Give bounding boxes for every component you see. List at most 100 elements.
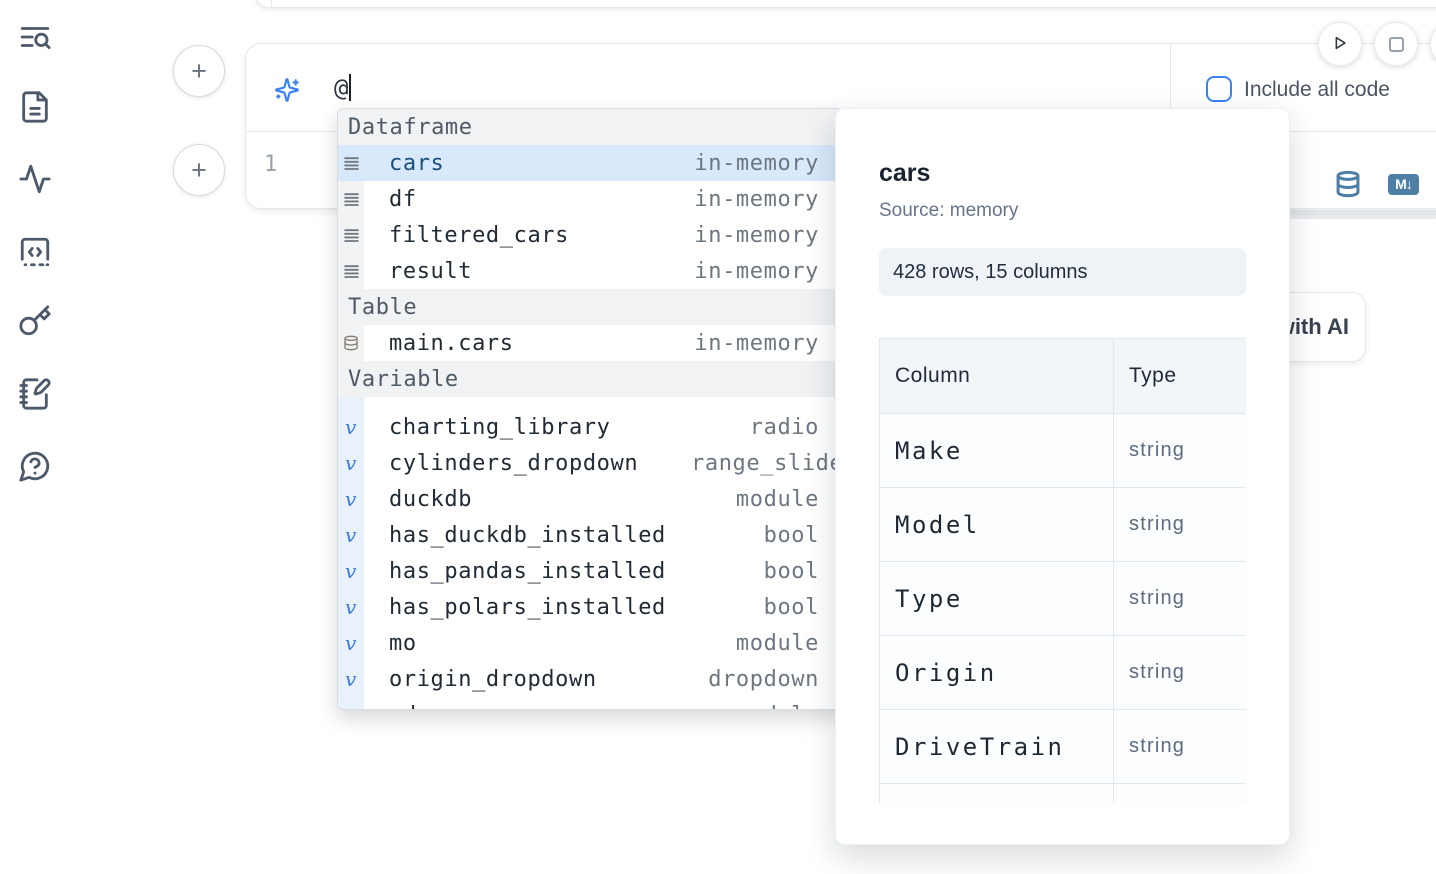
completion-item-has_duckdb_installed[interactable]: v has_duckdb_installed bool — [338, 517, 842, 553]
completion-item-result[interactable]: result in-memory — [338, 253, 842, 289]
completion-item-has_pandas_installed[interactable]: v has_pandas_installed bool — [338, 553, 842, 589]
text-cursor — [349, 74, 352, 101]
completion-section-header: Table — [338, 289, 842, 325]
schema-column-type: string — [1113, 709, 1246, 784]
variable-icon: v — [345, 415, 357, 439]
completion-item-filtered_cars[interactable]: filtered_cars in-memory — [338, 217, 842, 253]
completion-item-pd[interactable]: v pd module — [338, 697, 842, 710]
variable-icon: v — [345, 451, 357, 475]
completion-item-duckdb[interactable]: v duckdb module — [338, 481, 842, 517]
variable-icon: v — [345, 559, 357, 583]
schema-row-partial — [879, 783, 1246, 803]
stop-icon — [1388, 36, 1404, 52]
completion-name: filtered_cars — [389, 222, 569, 248]
completion-detail: in-memory — [694, 330, 819, 356]
completion-item-has_polars_installed[interactable]: v has_polars_installed bool — [338, 589, 842, 625]
key-icon[interactable] — [18, 304, 52, 338]
notebook-pen-icon[interactable] — [18, 377, 52, 411]
completion-name: charting_library — [389, 414, 611, 440]
completion-name: main.cars — [389, 330, 514, 356]
completion-group-table: main.cars in-memory — [338, 325, 842, 361]
completion-name: cars — [389, 150, 445, 176]
file-search-icon[interactable] — [18, 20, 52, 54]
document-icon[interactable] — [18, 90, 52, 124]
ai-prompt-input[interactable]: @ — [334, 74, 1154, 108]
completion-name: has_duckdb_installed — [389, 522, 666, 548]
completion-detail: in-memory — [694, 150, 819, 176]
completion-detail: in-memory — [694, 186, 819, 212]
completion-name: mo — [389, 630, 417, 656]
completion-name: pd — [389, 703, 417, 710]
run-button[interactable] — [1318, 22, 1362, 66]
dataframe-rows-icon — [343, 155, 360, 172]
markdown-icon[interactable]: M↓ — [1388, 173, 1419, 195]
completion-name: has_pandas_installed — [389, 558, 666, 584]
variable-icon: v — [345, 595, 357, 619]
completion-name: duckdb — [389, 486, 473, 512]
panel-title: cars — [879, 159, 931, 187]
completion-name: origin_dropdown — [389, 666, 597, 692]
previous-cell-gutter-divider — [271, 0, 272, 7]
completion-item-df[interactable]: df in-memory — [338, 181, 842, 217]
schema-column-type: string — [1113, 487, 1246, 562]
completion-name: result — [389, 258, 473, 284]
completion-group-dataframe: cars in-memory df in-memory filtered_cars in-… — [338, 145, 842, 289]
completion-detail: in-memory — [694, 258, 819, 284]
completion-detail: bool — [763, 594, 819, 620]
completion-name: df — [389, 186, 417, 212]
include-all-code-checkbox[interactable] — [1206, 76, 1232, 102]
play-icon — [1329, 32, 1351, 57]
dataframe-rows-icon — [343, 263, 360, 280]
line-number: 1 — [264, 152, 278, 177]
ai-prompt-value: @ — [334, 74, 349, 102]
completion-detail: module — [736, 703, 819, 710]
completion-item-main.cars[interactable]: main.cars in-memory — [338, 325, 842, 361]
add-cell-button-top[interactable]: + — [173, 45, 225, 97]
activity-icon[interactable] — [18, 162, 52, 196]
completion-detail: bool — [763, 558, 819, 584]
help-chat-icon[interactable] — [18, 449, 52, 483]
panel-source: Source: memory — [879, 200, 1019, 221]
dataframe-preview-panel: cars Source: memory 428 rows, 15 columns… — [835, 108, 1290, 845]
variable-icon: v — [345, 705, 357, 709]
schema-column-type: string — [1113, 635, 1246, 710]
completion-name: has_polars_installed — [389, 594, 666, 620]
ai-prompt-row: @ Include all code — [246, 44, 1436, 131]
dataframe-rows-icon — [343, 227, 360, 244]
schema-header-type: Type — [1113, 338, 1246, 414]
schema-column-name: Origin — [879, 635, 1114, 710]
completion-section-header: Dataframe — [338, 109, 842, 145]
completion-section-header: Variable — [338, 361, 842, 397]
completion-detail: module — [735, 486, 819, 512]
completion-detail: dropdown — [708, 666, 819, 692]
schema-column-type: string — [1113, 413, 1246, 488]
include-all-code-label: Include all code — [1244, 78, 1390, 101]
completion-item-cars[interactable]: cars in-memory — [338, 145, 842, 181]
variable-icon: v — [345, 523, 357, 547]
sidebar — [0, 0, 70, 874]
database-icon[interactable] — [1334, 170, 1362, 198]
cell-actions: M↓ — [1334, 170, 1419, 198]
variable-icon: v — [345, 487, 357, 511]
completion-detail: bool — [763, 522, 819, 548]
completion-detail: in-memory — [694, 222, 819, 248]
stop-button[interactable] — [1374, 22, 1418, 66]
schema-column-name: Type — [879, 561, 1114, 636]
variable-icon: v — [345, 631, 357, 655]
sparkles-icon — [274, 77, 300, 103]
completion-detail: range_slider — [691, 450, 842, 476]
table-database-icon — [343, 335, 359, 351]
add-cell-button-bottom[interactable]: + — [173, 144, 225, 196]
completion-item-charting_library[interactable]: v charting_library radio — [338, 409, 842, 445]
ai-row-divider — [1170, 44, 1171, 131]
code-cell-icon[interactable] — [18, 235, 52, 269]
completion-detail: radio — [749, 414, 819, 440]
